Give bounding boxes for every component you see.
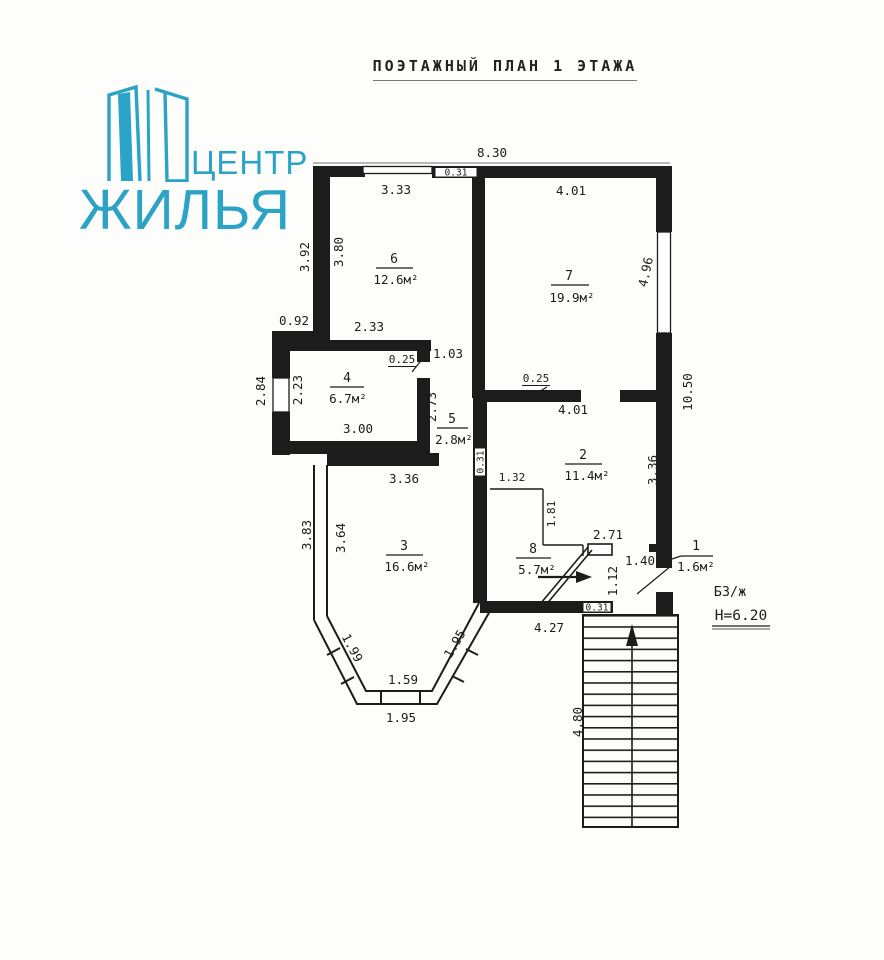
stairs-up-arrow-icon (626, 624, 638, 646)
dim-room4-h-inner: 2.23 (290, 375, 305, 405)
note-material: Б3/ж (714, 584, 747, 600)
dim-ledge: 0.92 (279, 313, 309, 328)
dim-room4-top: 2.33 (354, 319, 384, 334)
dim-bottom-wall: 0.31 (586, 603, 609, 614)
dim-door4: 0.25 (389, 353, 416, 366)
agency-logo: ЦЕНТР ЖИЛЬЯ (75, 82, 307, 267)
wall-thickness-labels: 0.31 0.31 0.31 (434, 167, 612, 614)
dim-room4-width: 3.00 (343, 421, 373, 436)
room-label-4: 4 6.7м² (329, 371, 367, 406)
dim-door7: 0.25 (523, 372, 550, 385)
room-label-1: 1 1.6м² (662, 539, 715, 574)
dim-hall-width: 2.71 (593, 527, 623, 542)
dim-room5-height: 2.73 (424, 392, 439, 422)
dim-room1-width: 1.40 (625, 553, 655, 568)
walls (272, 166, 673, 616)
room-label-7: 7 19.9м² (549, 269, 594, 305)
svg-text:16.6м²: 16.6м² (384, 559, 429, 574)
dim-room6-width: 3.33 (381, 182, 411, 197)
svg-text:8: 8 (529, 542, 537, 557)
entry-arrow-icon (538, 571, 592, 583)
svg-text:1.6м²: 1.6м² (677, 559, 715, 574)
room-labels: 6 12.6м² 7 19.9м² 4 6.7м² 5 2.8м² 2 (329, 252, 715, 577)
note-height: Н=6.20 (715, 608, 767, 624)
windows (272, 165, 672, 413)
plan-title-text: ПОЭТАЖНЫЙ ПЛАН 1 ЭТАЖА (372, 57, 638, 81)
dim-room1-height: 1.12 (605, 566, 620, 596)
svg-text:6: 6 (390, 252, 398, 267)
building-note: Б3/ж Н=6.20 (712, 584, 770, 630)
logo-line2: ЖИЛЬЯ (79, 178, 292, 242)
dim-top-wall: 0.31 (445, 168, 468, 179)
room-label-3: 3 16.6м² (384, 539, 429, 574)
svg-text:2: 2 (579, 448, 587, 463)
dim-room8-side: 1.81 (545, 501, 558, 528)
svg-text:19.9м²: 19.9м² (549, 290, 594, 305)
dim-mid-wall: 0.31 (476, 450, 487, 473)
svg-text:6.7м²: 6.7м² (329, 391, 367, 406)
dim-bay-bottom-inner: 1.59 (388, 672, 418, 687)
bay-window-walls (313, 602, 491, 705)
dim-room7-height: 4.96 (635, 256, 656, 289)
svg-text:4: 4 (343, 371, 351, 386)
dim-room8-top: 1.32 (499, 471, 526, 484)
dim-room3-h-outer: 3.83 (299, 520, 314, 550)
dim-room6-h-outer: 3.92 (297, 242, 312, 272)
dim-stairs-length: 4.80 (570, 707, 585, 737)
dim-entry-width: 4.27 (534, 620, 564, 635)
door-leaf (587, 543, 613, 556)
svg-text:5.7м²: 5.7м² (518, 562, 556, 577)
room3-left-wall (313, 465, 328, 620)
dim-top-total: 8.30 (477, 145, 507, 160)
svg-text:1: 1 (692, 539, 700, 554)
building-icon (107, 84, 189, 182)
dim-room2-top: 4.01 (558, 402, 588, 417)
dim-room7-width: 4.01 (556, 183, 586, 198)
page-title: ПОЭТАЖНЫЙ ПЛАН 1 ЭТАЖА (340, 56, 670, 81)
svg-text:2.8м²: 2.8м² (435, 432, 473, 447)
dim-room3-h-inner: 3.64 (333, 523, 348, 553)
svg-text:7: 7 (565, 269, 573, 284)
room-label-5: 5 2.8м² (435, 412, 473, 447)
room-label-8: 8 5.7м² (516, 542, 556, 577)
staircase (582, 614, 679, 828)
window (656, 231, 672, 334)
room-label-6: 6 12.6м² (373, 252, 418, 287)
window (272, 377, 290, 413)
room8-partitions (490, 488, 584, 556)
logo-line1: ЦЕНТР (191, 144, 309, 181)
dim-opening: 1.03 (433, 346, 463, 361)
room-label-2: 2 11.4м² (564, 448, 609, 483)
svg-text:12.6м²: 12.6м² (373, 272, 418, 287)
dim-room3-width: 3.36 (389, 471, 419, 486)
window (362, 165, 433, 175)
door-swings (411, 352, 672, 595)
dim-room6-h-inner: 3.80 (331, 237, 346, 267)
svg-text:11.4м²: 11.4м² (564, 468, 609, 483)
dim-room2-height: 3.36 (645, 455, 660, 485)
dim-room4-h-outer: 2.84 (253, 376, 268, 406)
dim-bay-bottom-outer: 1.95 (386, 710, 416, 725)
svg-text:3: 3 (400, 539, 408, 554)
svg-text:5: 5 (448, 412, 456, 427)
dim-right-total: 10.50 (680, 373, 695, 411)
